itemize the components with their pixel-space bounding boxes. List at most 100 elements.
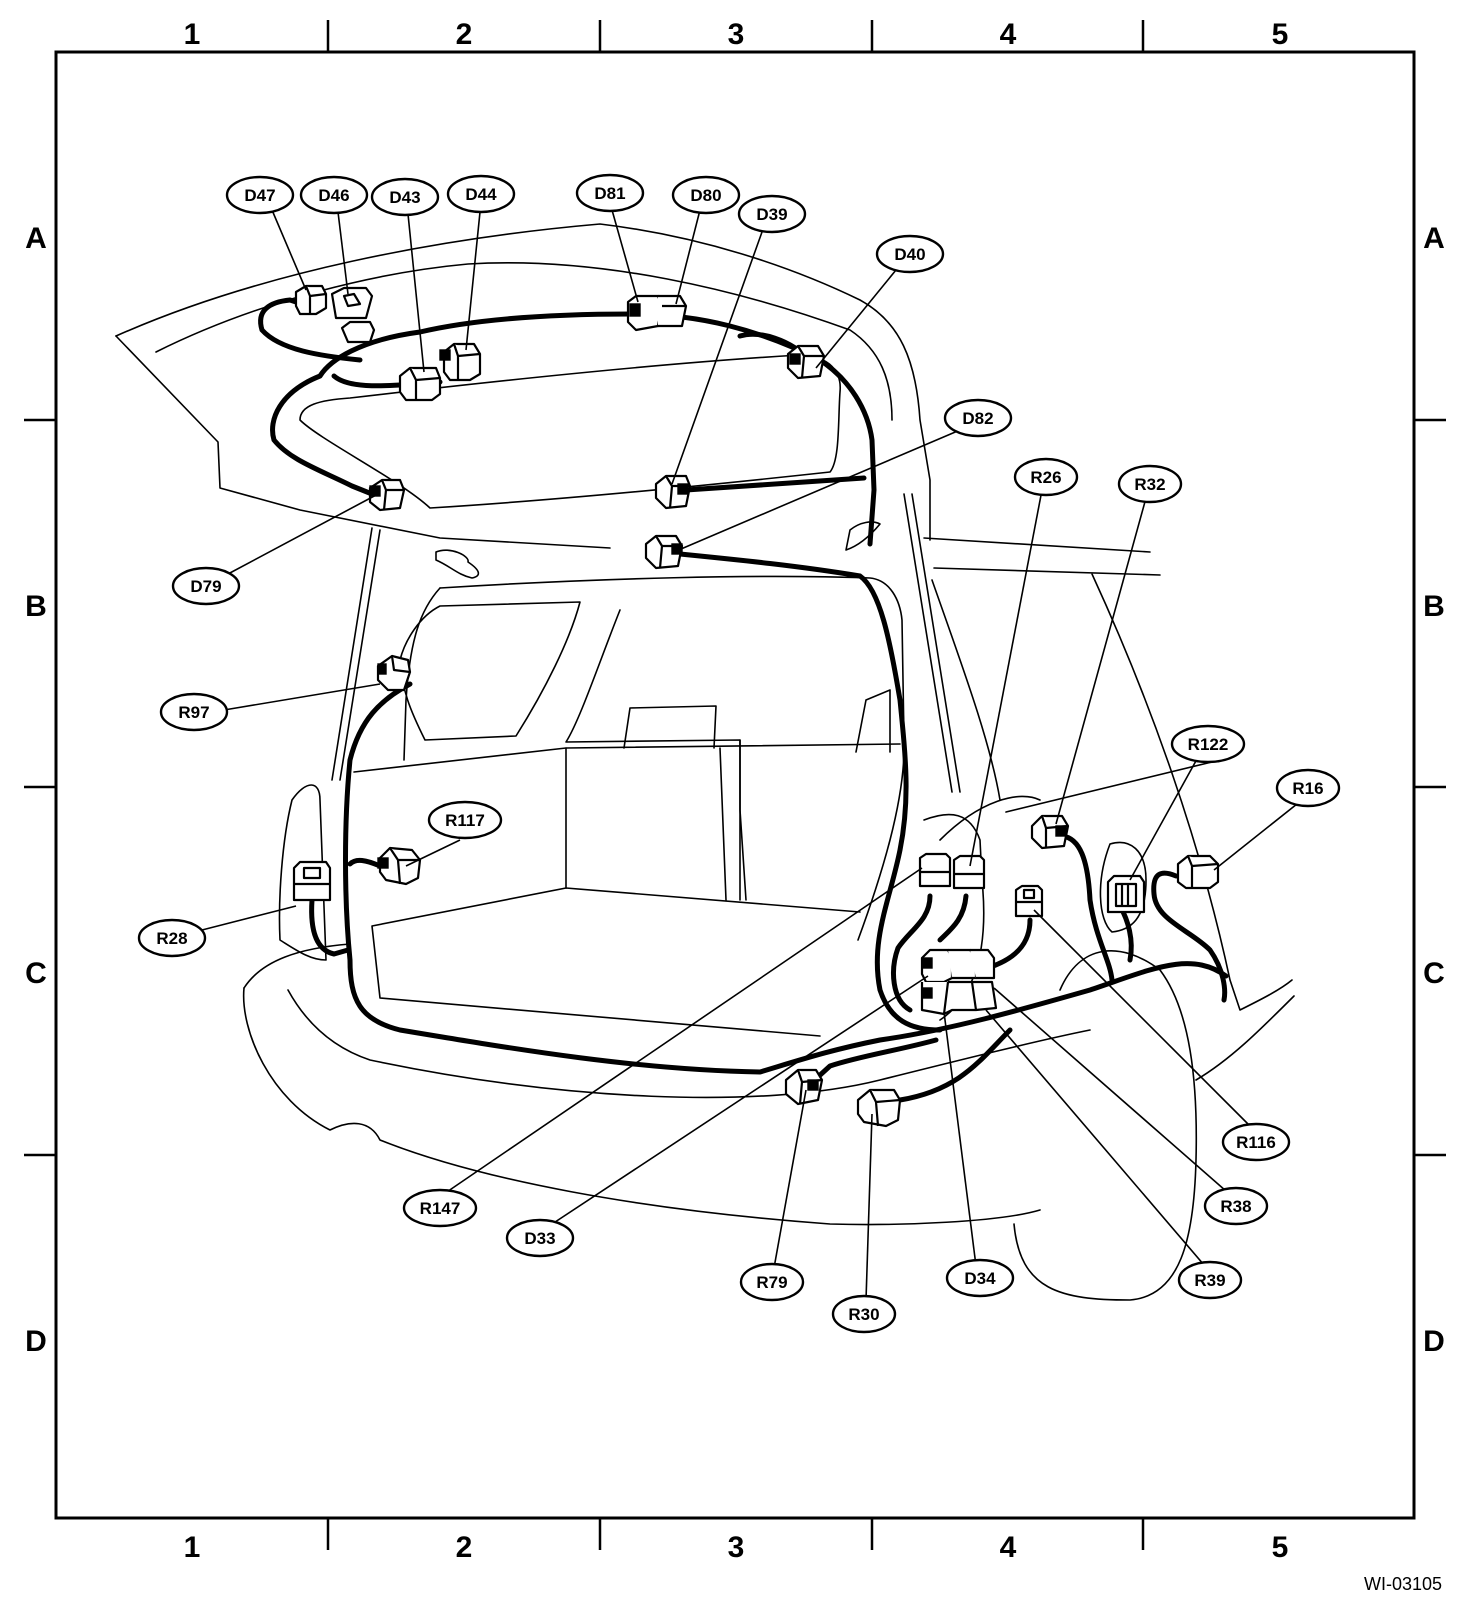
callout-r116: R116 bbox=[1221, 1122, 1291, 1162]
callout-r39-text: R39 bbox=[1194, 1271, 1225, 1290]
callout-d33: D33 bbox=[505, 1218, 575, 1258]
callout-d82-oval bbox=[943, 398, 1013, 438]
connector-d40 bbox=[786, 344, 826, 380]
row-labels-left: A B C D bbox=[25, 222, 47, 1358]
callout-d44-oval bbox=[446, 174, 516, 214]
callout-r26-oval bbox=[1013, 457, 1079, 497]
connector-r30 bbox=[856, 1088, 902, 1128]
callout-r26-text: R26 bbox=[1030, 468, 1061, 487]
callout-r28-text: R28 bbox=[156, 929, 187, 948]
connector-r122 bbox=[1106, 874, 1146, 914]
connector-r116 bbox=[1014, 884, 1044, 918]
liftgate-upper-harness bbox=[270, 311, 635, 505]
right-hinge bbox=[845, 521, 881, 551]
callout-d33-oval bbox=[505, 1218, 575, 1258]
callout-r30: R30 bbox=[831, 1294, 897, 1334]
connector-r79 bbox=[784, 1068, 824, 1106]
callout-d44: D44 bbox=[446, 174, 516, 214]
callout-r28: R28 bbox=[137, 918, 207, 958]
callout-d40-oval bbox=[875, 234, 945, 274]
callout-r39-oval bbox=[1177, 1260, 1243, 1300]
rear-wheel bbox=[1013, 949, 1198, 1301]
callout-r122-text: R122 bbox=[1188, 735, 1229, 754]
callout-d47-text: D47 bbox=[244, 186, 275, 205]
liftgate-lower-harness bbox=[683, 475, 867, 493]
callout-d82: D82 bbox=[943, 398, 1013, 438]
figure-id: WI-03105 bbox=[1364, 1574, 1442, 1594]
callout-d43-text: D43 bbox=[389, 188, 420, 207]
connector-d47 bbox=[294, 284, 328, 316]
column-label-1: 1 bbox=[184, 18, 201, 51]
callout-d34-oval bbox=[945, 1258, 1015, 1298]
leader-lines bbox=[201, 209, 1303, 1301]
seat-back-line bbox=[353, 743, 901, 773]
connector-r16 bbox=[1176, 854, 1220, 890]
callout-d43: D43 bbox=[370, 177, 440, 217]
callout-r122: R122 bbox=[1170, 724, 1246, 764]
connector-d33-d34-block bbox=[920, 948, 998, 1016]
column-ticks bbox=[326, 20, 1145, 1550]
column-label-3-bottom: 3 bbox=[728, 1531, 745, 1564]
callout-d46-text: D46 bbox=[318, 186, 349, 205]
callout-d34: D34 bbox=[945, 1258, 1015, 1298]
callout-d43-oval bbox=[370, 177, 440, 217]
row-label-D: D bbox=[25, 1325, 47, 1358]
callout-d40-text: D40 bbox=[894, 245, 925, 264]
callout-d46-oval bbox=[299, 175, 369, 215]
connector-r117 bbox=[377, 846, 422, 886]
callout-r38-text: R38 bbox=[1220, 1197, 1251, 1216]
row-label-A: A bbox=[25, 222, 47, 255]
column-label-5-bottom: 5 bbox=[1272, 1531, 1289, 1564]
connector-r28 bbox=[292, 860, 332, 902]
callout-r16-oval bbox=[1275, 768, 1341, 808]
callout-r79: R79 bbox=[739, 1262, 805, 1302]
callout-d39: D39 bbox=[737, 194, 807, 234]
left-gas-strut bbox=[331, 527, 381, 781]
callout-r30-text: R30 bbox=[848, 1305, 879, 1324]
column-label-3: 3 bbox=[728, 18, 745, 51]
column-label-4-bottom: 4 bbox=[1000, 1531, 1017, 1564]
diagram-frame bbox=[54, 50, 1416, 1520]
connector-d46 bbox=[330, 286, 374, 320]
callout-d80-oval bbox=[671, 175, 741, 215]
callout-r39: R39 bbox=[1177, 1260, 1243, 1300]
callout-r32: R32 bbox=[1117, 464, 1183, 504]
row-labels-right: A B C D bbox=[1423, 222, 1445, 1358]
row-label-A-right: A bbox=[1423, 222, 1445, 255]
callout-r117: R117 bbox=[427, 800, 503, 840]
connector-r32 bbox=[1030, 814, 1070, 850]
callout-r117-text: R117 bbox=[445, 811, 485, 830]
callout-d81-text: D81 bbox=[594, 184, 625, 203]
callout-r147-oval bbox=[402, 1188, 478, 1228]
right-body-side bbox=[923, 537, 1293, 1011]
connectors bbox=[292, 284, 1220, 1128]
cargo-floor bbox=[371, 887, 861, 1037]
callout-labels: D47 D46 D43 D44 D81 D80 D39 D40 D82 D79 … bbox=[137, 173, 1341, 1334]
callout-d47: D47 bbox=[225, 175, 295, 215]
callout-r147-text: R147 bbox=[420, 1199, 461, 1218]
callout-d44-text: D44 bbox=[465, 185, 497, 204]
right-gas-strut bbox=[903, 493, 961, 793]
callout-d33-text: D33 bbox=[524, 1229, 555, 1248]
column-labels-top: 1 2 3 4 5 bbox=[184, 18, 1289, 51]
callout-d82-text: D82 bbox=[962, 409, 993, 428]
column-label-2-bottom: 2 bbox=[456, 1531, 473, 1564]
callout-d34-text: D34 bbox=[964, 1269, 996, 1288]
callout-d80: D80 bbox=[671, 175, 741, 215]
callout-r79-oval bbox=[739, 1262, 805, 1302]
connector-d81-d80 bbox=[626, 294, 688, 332]
row-label-C-right: C bbox=[1423, 957, 1445, 990]
callout-d79-oval bbox=[171, 566, 241, 606]
callout-r116-text: R116 bbox=[1236, 1133, 1276, 1152]
quarter-window bbox=[399, 601, 581, 741]
callout-d39-oval bbox=[737, 194, 807, 234]
connector-d44 bbox=[439, 342, 482, 382]
callout-r97-oval bbox=[159, 692, 229, 732]
callout-d81: D81 bbox=[575, 173, 645, 213]
callout-r26: R26 bbox=[1013, 457, 1079, 497]
callout-r28-oval bbox=[137, 918, 207, 958]
connector-d43 bbox=[398, 366, 442, 402]
callout-r97-text: R97 bbox=[178, 703, 209, 722]
vehicle-outline bbox=[115, 223, 1295, 1301]
